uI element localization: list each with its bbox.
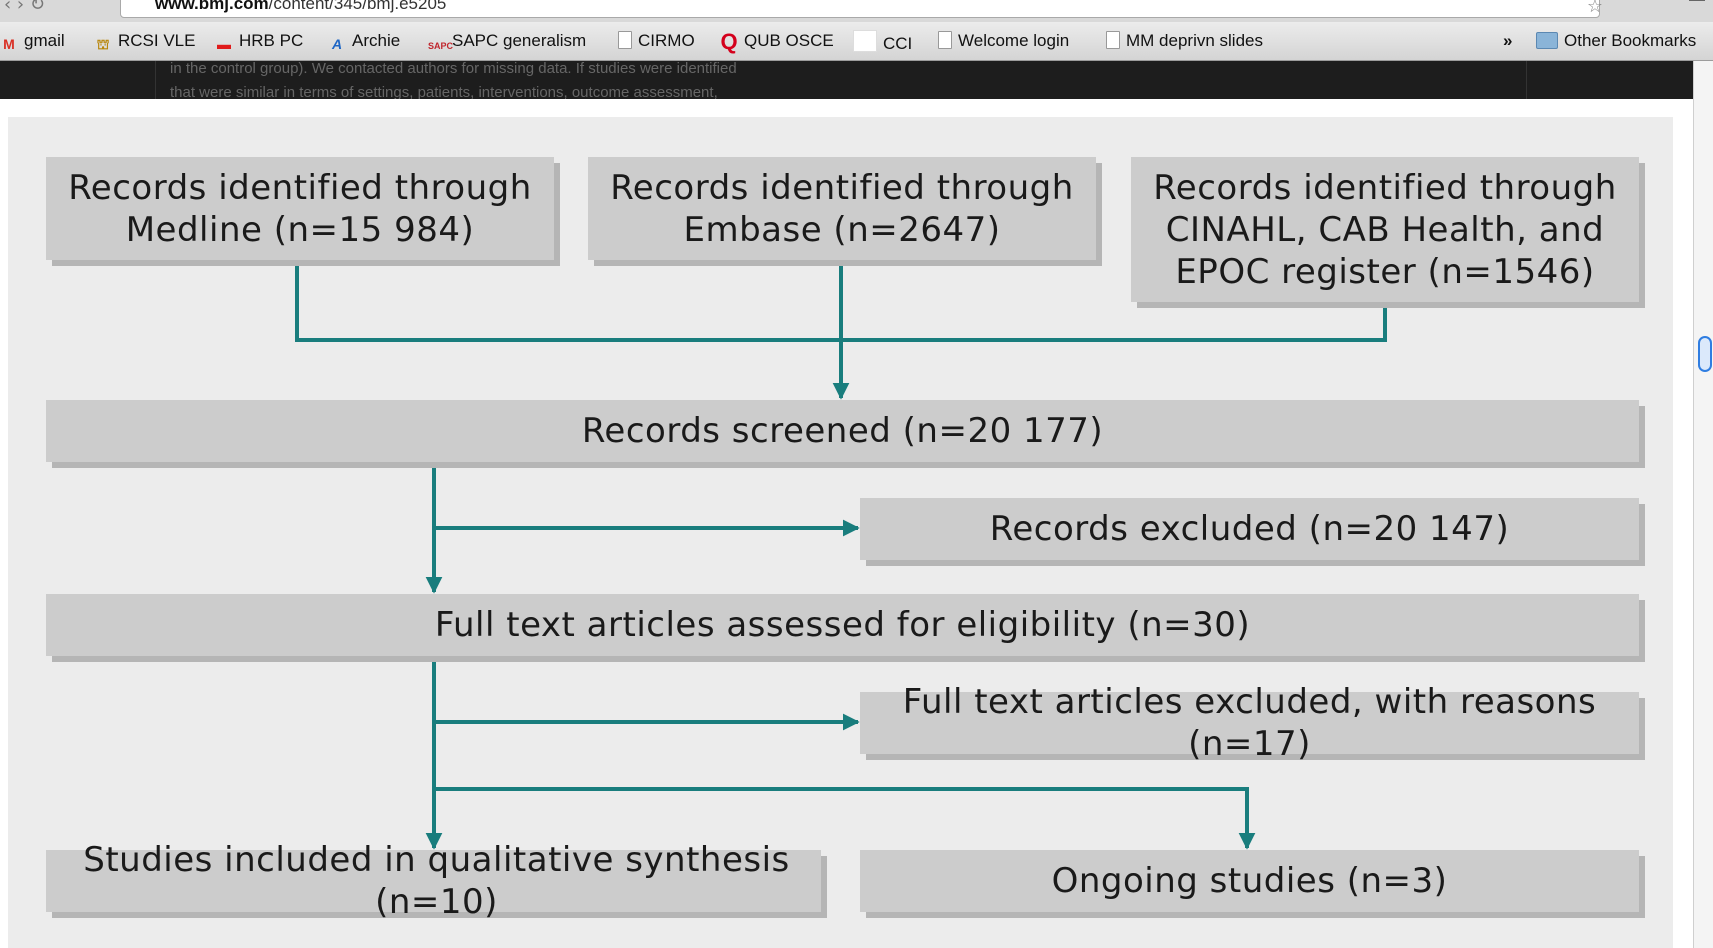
fulltext-assessed-box: Full text articles assessed for eligibil… [46, 594, 1639, 656]
box-line: CINAHL, CAB Health, and [1165, 209, 1605, 250]
bookmark-hrb-pc[interactable]: ▬ HRB PC [215, 30, 303, 52]
url-host: www.bmj.com [155, 0, 269, 13]
other-bookmarks-label: Other Bookmarks [1564, 31, 1697, 50]
bookmark-qub-osce[interactable]: Q QUB OSCE [720, 29, 834, 54]
bookmark-label: gmail [24, 31, 65, 50]
page-icon [618, 31, 632, 49]
bookmark-label: CIRMO [638, 31, 695, 50]
bookmark-label: QUB OSCE [744, 31, 834, 50]
bookmark-archie[interactable]: A Archie [328, 30, 400, 52]
blank-icon [853, 30, 877, 52]
scroll-thumb[interactable] [1698, 336, 1712, 372]
box-line: EPOC register (n=1546) [1175, 251, 1595, 292]
bookmark-star-icon[interactable]: ☆ [1586, 0, 1603, 17]
page-header-band: in the control group). We contacted auth… [0, 61, 1713, 99]
address-bar-strip: ‹ › ↻ www.bmj.com/content/345/bmj.e5205 … [0, 0, 1713, 22]
bookmark-label: HRB PC [239, 31, 304, 50]
records-excluded-box: Records excluded (n=20 147) [860, 498, 1639, 560]
hrb-icon: ▬ [217, 36, 231, 52]
box-line: Embase (n=2647) [683, 209, 1001, 250]
rcsi-icon: ⛫ [96, 36, 110, 52]
box-line: Medline (n=15 984) [125, 209, 475, 250]
gmail-icon: M [3, 36, 15, 52]
background-text-line: that were similar in terms of settings, … [170, 84, 718, 99]
background-article-text: in the control group). We contacted auth… [170, 61, 890, 99]
sapc-icon: SAPC [428, 41, 454, 51]
bookmark-cci[interactable]: CCI [853, 30, 913, 53]
bookmark-label: RCSI VLE [118, 31, 196, 50]
article-column-edge [155, 61, 1527, 99]
ongoing-studies-box: Ongoing studies (n=3) [860, 850, 1639, 912]
bookmark-cirmo[interactable]: CIRMO [618, 30, 695, 52]
bookmark-label: Welcome login [958, 31, 1070, 50]
bookmark-label: Archie [352, 31, 401, 50]
page-icon [938, 31, 952, 49]
box-line: Records identified through [1153, 167, 1617, 208]
medline-records-box: Records identified through Medline (n=15… [46, 157, 554, 260]
cinahl-records-box: Records identified through CINAHL, CAB H… [1131, 157, 1639, 302]
url-field[interactable]: www.bmj.com/content/345/bmj.e5205 [120, 0, 1600, 18]
url-path: /content/345/bmj.e5205 [268, 0, 447, 13]
qub-icon: Q [720, 29, 738, 54]
menu-icon[interactable] [1689, 0, 1705, 1]
archie-icon: A [331, 36, 343, 52]
embase-records-box: Records identified through Embase (n=264… [588, 157, 1096, 260]
studies-included-box: Studies included in qualitative synthesi… [46, 840, 821, 922]
records-screened-box: Records screened (n=20 177) [46, 400, 1639, 462]
box-line: Records identified through [610, 167, 1074, 208]
bookmark-label: CCI [883, 34, 913, 53]
bookmark-mm-deprivn-slides[interactable]: MM deprivn slides [1106, 30, 1263, 52]
fulltext-excluded-box: Full text articles excluded, with reason… [860, 682, 1639, 764]
bookmark-sapc-generalism[interactable]: SAPCSAPC generalism [428, 30, 586, 52]
bookmarks-overflow-button[interactable]: » [1503, 30, 1512, 52]
folder-icon [1536, 32, 1558, 49]
back-forward-icon[interactable]: ‹ › ↻ [4, 0, 45, 15]
box-line: Records identified through [68, 167, 532, 208]
bookmark-welcome-login[interactable]: Welcome login [938, 30, 1069, 52]
chevron-double-right-icon: » [1503, 31, 1513, 50]
other-bookmarks-button[interactable]: Other Bookmarks [1536, 30, 1696, 52]
bookmark-rcsi-vle[interactable]: ⛫ RCSI VLE [94, 30, 196, 52]
bookmark-label: SAPC generalism [452, 31, 587, 50]
background-text-line: in the control group). We contacted auth… [170, 61, 737, 77]
scrollbar[interactable] [1693, 61, 1713, 948]
bookmark-label: MM deprivn slides [1126, 31, 1263, 50]
page-icon [1106, 31, 1120, 49]
